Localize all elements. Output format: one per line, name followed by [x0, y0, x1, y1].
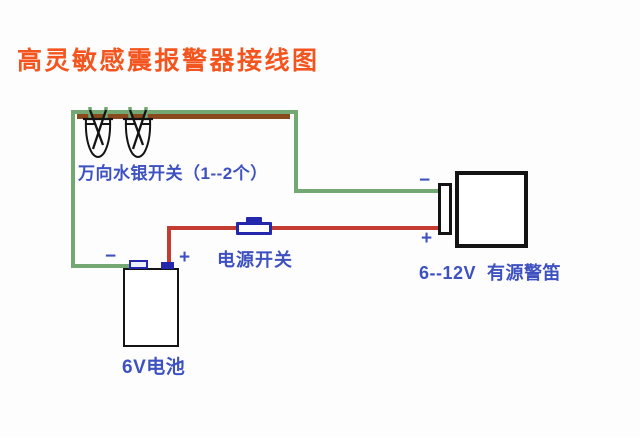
siren-minus-sign: −	[419, 170, 431, 191]
power-switch-label: 电源开关	[217, 250, 293, 270]
power-switch-body	[236, 222, 272, 235]
siren-body	[455, 171, 528, 248]
red-wire-from-battery-positive	[167, 226, 171, 266]
battery-minus-sign: −	[105, 246, 117, 267]
siren-plus-sign: +	[421, 228, 433, 249]
page-title: 高灵敏感震报警器接线图	[17, 47, 320, 75]
siren-terminal-block	[438, 183, 452, 235]
mercury-switch-mounting-bar	[77, 114, 290, 119]
battery-negative-terminal	[129, 260, 148, 269]
slide-switch-icon	[246, 217, 262, 224]
siren-label: 6--12V 有源警笛	[419, 263, 562, 283]
green-wire-to-siren	[294, 189, 441, 193]
green-wire-to-battery-negative	[71, 264, 133, 268]
mercury-switch-icon	[123, 107, 153, 158]
battery-positive-terminal	[161, 262, 174, 269]
green-wire-middle-vertical	[294, 110, 298, 193]
battery-plus-sign: +	[179, 247, 191, 268]
battery-label: 6V电池	[122, 357, 186, 378]
green-wire-left-vertical	[71, 110, 75, 268]
red-wire-to-siren	[167, 226, 441, 230]
mercury-switch-icon	[83, 107, 113, 158]
mercury-switch-label: 万向水银开关（1--2个）	[78, 164, 268, 183]
battery-body	[123, 268, 179, 347]
green-wire-top-horizontal	[71, 110, 298, 114]
